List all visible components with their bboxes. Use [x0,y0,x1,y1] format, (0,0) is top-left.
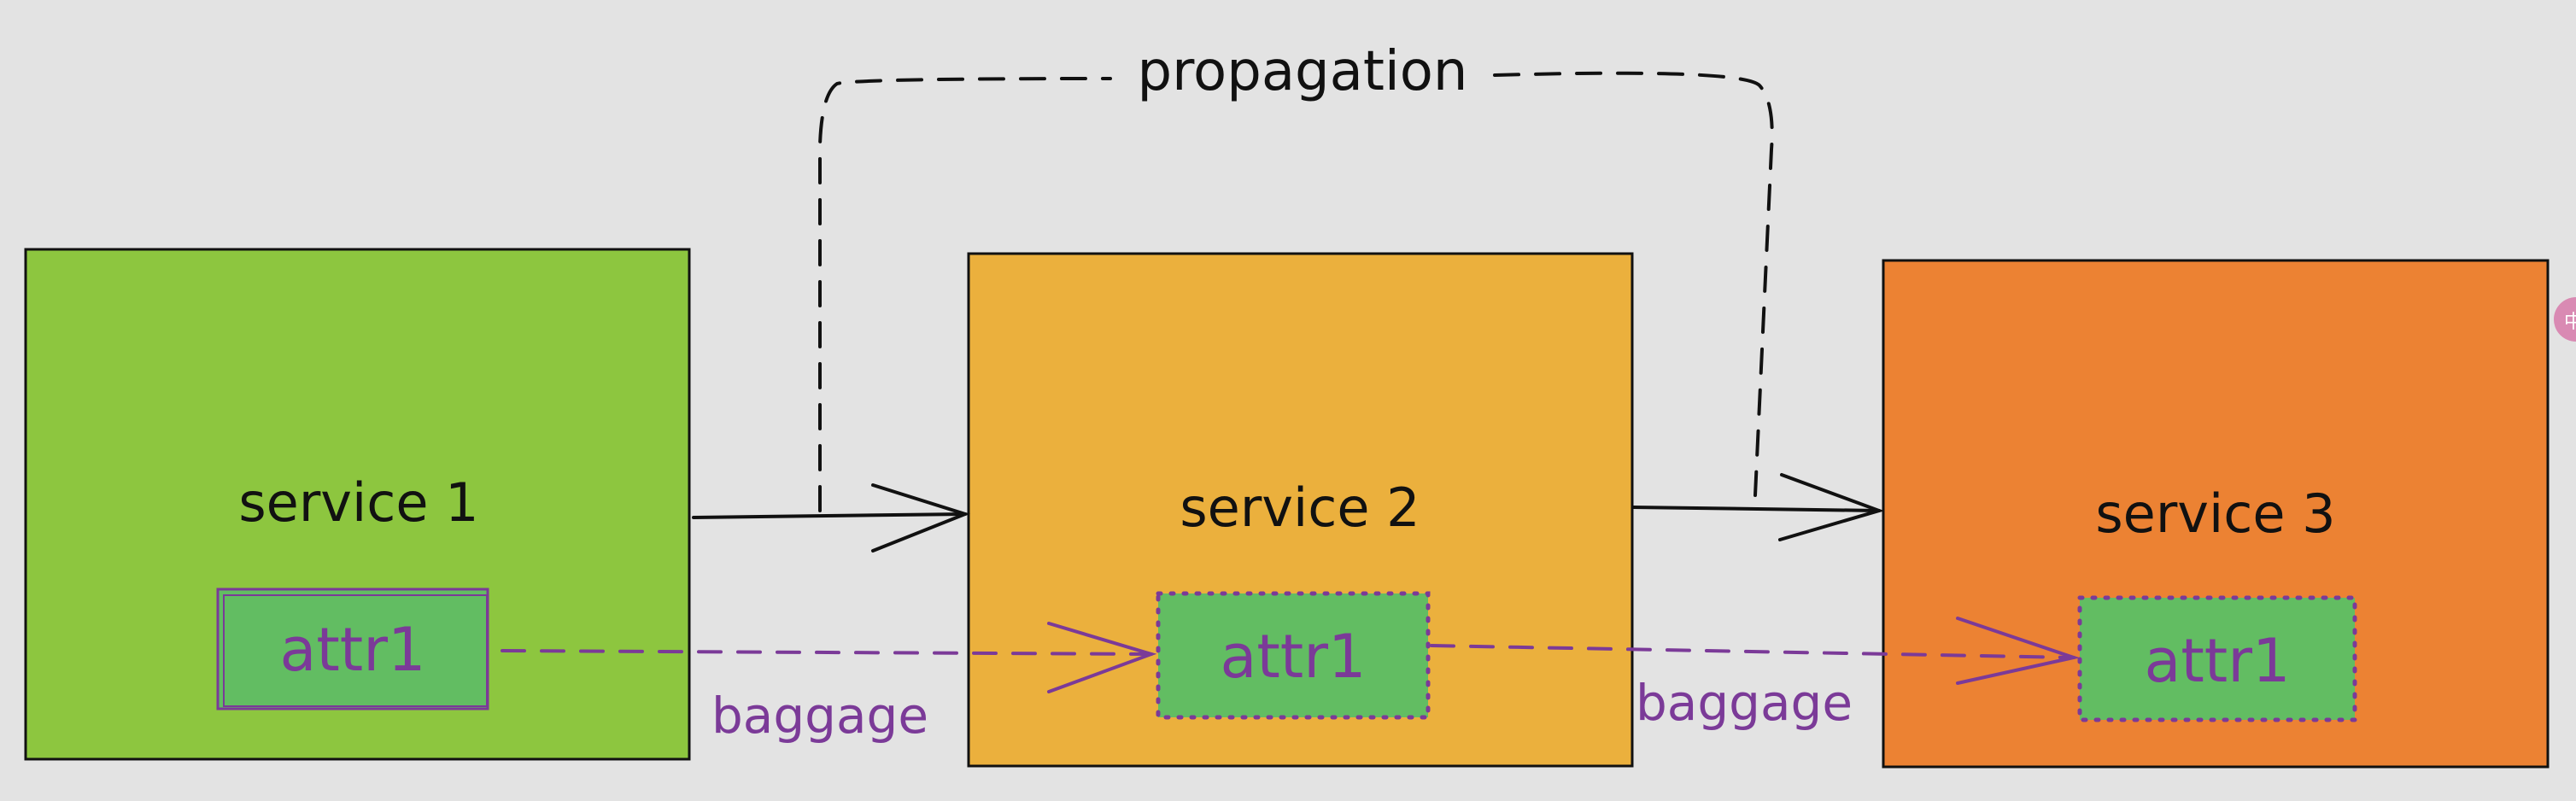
service-3-label: service 3 [2095,482,2335,545]
corner-badge-icon: 中 [2554,297,2576,342]
baggage-label-1: baggage [711,687,928,745]
svg-text:中: 中 [2564,312,2576,333]
attr-label-service-2: attr1 [1220,622,1366,692]
baggage-arrow-2-to-3 [1430,617,2081,685]
call-arrow-2-to-3 [1631,473,1885,541]
attr-label-service-1: attr1 [279,615,425,685]
baggage-arrow-1-to-2 [501,622,1157,693]
service-3-box [1882,259,2550,769]
attr-box-service-2 [1156,591,1431,720]
propagation-label: propagation [1138,40,1468,103]
attr-box-service-1 [216,588,489,710]
baggage-label-2: baggage [1636,674,1853,732]
attr-box-service-3 [2077,595,2357,722]
call-arrow-1-to-2 [692,483,970,553]
propagation-arrow [818,71,1774,512]
attr-label-service-3: attr1 [2144,626,2290,696]
service-1-label: service 1 [238,471,478,534]
service-2-label: service 2 [1180,477,1420,539]
